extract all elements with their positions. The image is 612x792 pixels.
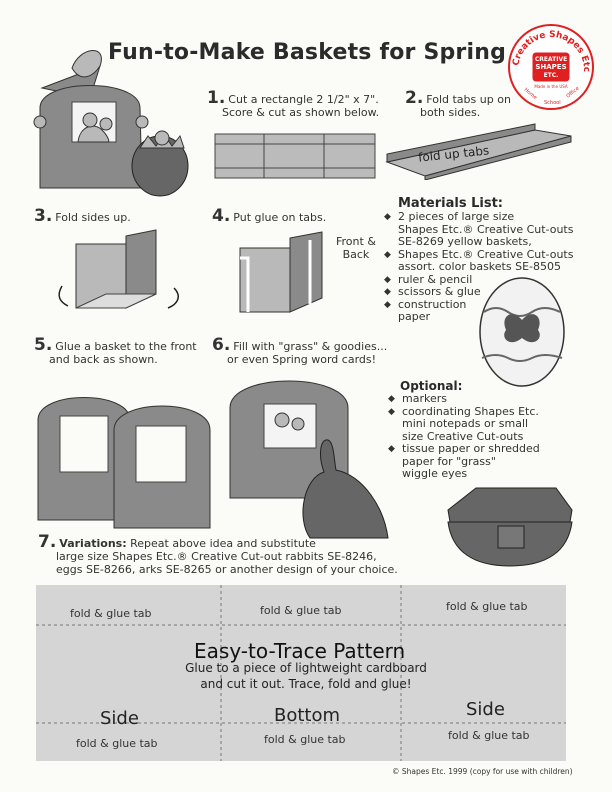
pattern-side-left: Side — [100, 708, 139, 729]
pattern-tab-label: fold & glue tab — [260, 604, 342, 617]
pattern-bottom: Bottom — [274, 705, 341, 726]
copyright-footer: © Shapes Etc. 1999 (copy for use with ch… — [392, 767, 573, 776]
decorated-egg-illustration — [476, 272, 568, 388]
step-4-diagram — [232, 228, 332, 320]
svg-text:CREATIVE: CREATIVE — [535, 56, 567, 63]
svg-text:School: School — [544, 100, 561, 106]
step-6: 6.Fill with "grass" & goodies... or even… — [212, 335, 388, 367]
optional-list: markers coordinating Shapes Etc.mini not… — [388, 392, 568, 481]
ark-illustration — [446, 470, 576, 570]
step-3: 3.Fold sides up. — [34, 206, 131, 226]
step-3-diagram — [56, 228, 186, 320]
basket-illustration-top — [30, 38, 200, 198]
step-6-diagram — [224, 368, 414, 548]
step-5-diagram — [34, 380, 214, 530]
optional-item: markers — [388, 392, 568, 406]
front-back-label: Front &Back — [336, 235, 376, 261]
page-title: Fun-to-Make Baskets for Spring — [108, 40, 507, 65]
trace-pattern: fold & glue tab fold & glue tab fold & g… — [36, 585, 566, 761]
pattern-description: Glue to a piece of lightweight cardboard… — [185, 661, 427, 691]
step-4: 4.Put glue on tabs. — [212, 206, 327, 226]
materials-item: scissors & glue — [384, 285, 584, 299]
step-2: 2.Fold tabs up on both sides. — [405, 88, 511, 120]
optional-item: coordinating Shapes Etc.mini notepads or… — [388, 405, 568, 444]
step-5: 5.Glue a basket to the front and back as… — [34, 335, 197, 367]
step-1-strip-diagram — [214, 132, 376, 182]
optional-title: Optional: — [400, 379, 463, 393]
step-2-tab-diagram — [385, 122, 575, 181]
pattern-tab-label: fold & glue tab — [446, 600, 528, 613]
pattern-tab-label: fold & glue tab — [264, 733, 346, 746]
pattern-tab-label: fold & glue tab — [448, 729, 530, 742]
step-1: 1.Cut a rectangle 2 1/2" x 7". Score & c… — [207, 88, 380, 120]
svg-text:SHAPES: SHAPES — [535, 63, 566, 71]
pattern-tab-label: fold & glue tab — [76, 737, 158, 750]
pattern-title: Easy-to-Trace Pattern — [194, 639, 406, 663]
variations-text: 7.Variations: Repeat above idea and subs… — [38, 532, 398, 577]
materials-title: Materials List: — [398, 196, 503, 211]
svg-text:Made in the USA: Made in the USA — [534, 84, 567, 89]
brand-logo: Creative Shapes Etc. CREATIVE SHAPES ETC… — [504, 15, 596, 112]
pattern-tab-label: fold & glue tab — [70, 607, 152, 620]
pattern-side-right: Side — [466, 699, 505, 720]
svg-text:ETC.: ETC. — [544, 72, 559, 79]
materials-item: ruler & pencil — [384, 273, 584, 287]
